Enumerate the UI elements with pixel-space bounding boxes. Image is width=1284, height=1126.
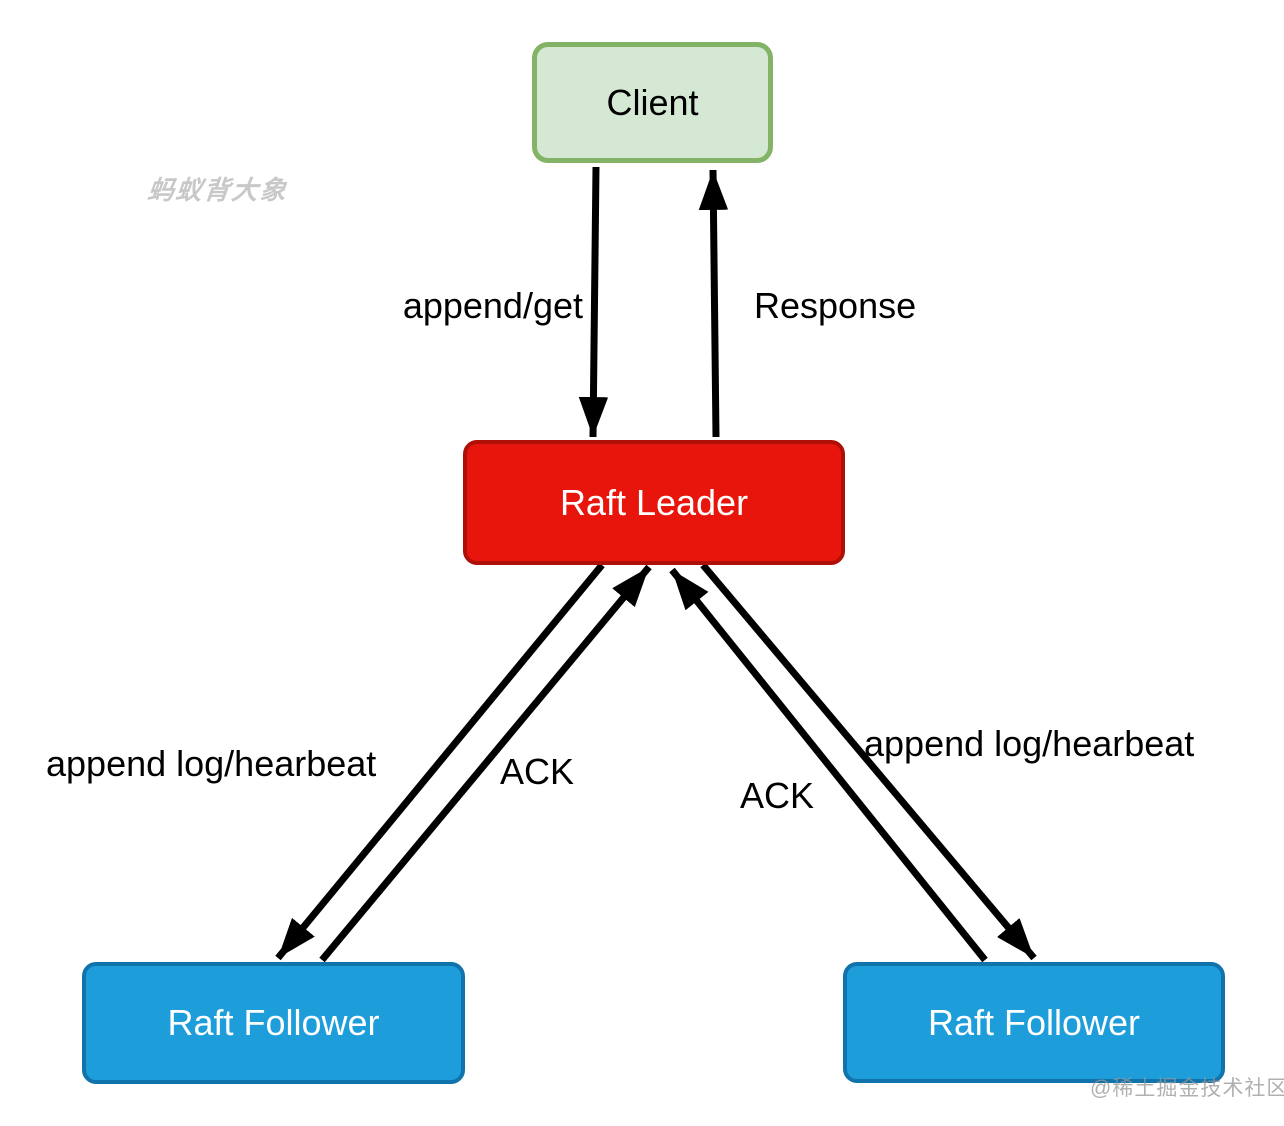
arrow-left-follower-to-leader — [319, 564, 652, 963]
node-raft-follower-right: Raft Follower — [843, 962, 1225, 1083]
node-client: Client — [532, 42, 773, 163]
node-client-label: Client — [606, 81, 699, 123]
edge-label-response: Response — [754, 285, 917, 326]
edge-label-ack-right: ACK — [740, 775, 815, 816]
node-raft-follower-left: Raft Follower — [82, 962, 465, 1084]
edge-label-ack-left: ACK — [500, 751, 575, 792]
node-raft-follower-right-label: Raft Follower — [927, 1001, 1141, 1043]
arrow-leader-to-right-follower — [700, 562, 1037, 961]
edge-label-append-log-hearbeat-right: append log/hearbeat — [864, 723, 1195, 764]
node-raft-leader-label: Raft Leader — [559, 481, 749, 523]
node-raft-leader: Raft Leader — [463, 440, 845, 565]
node-raft-follower-left-label: Raft Follower — [167, 1002, 380, 1043]
arrow-leader-to-client — [698, 169, 729, 438]
arrow-client-to-leader — [578, 166, 609, 438]
edge-label-append-get: append/get — [402, 285, 583, 326]
edge-label-append-log-hearbeat-left: append log/hearbeat — [46, 743, 377, 784]
arrow-right-follower-to-leader — [669, 567, 988, 963]
arrow-leader-to-left-follower — [275, 562, 605, 961]
